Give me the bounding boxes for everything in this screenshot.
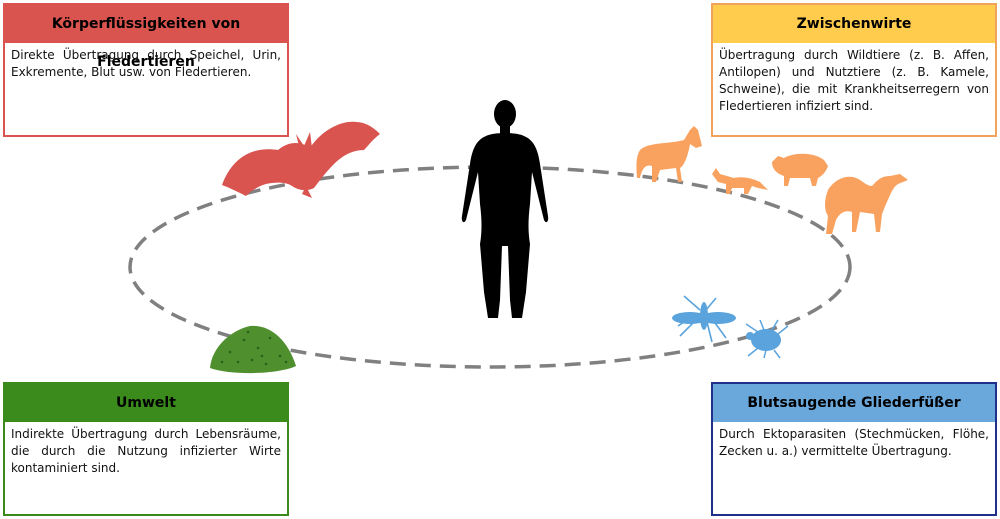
arthropods-title: Blutsaugende Gliederfüßer — [713, 384, 995, 422]
tick-icon — [745, 319, 789, 359]
pig-icon — [772, 153, 828, 186]
soil-mound-icon — [210, 325, 296, 374]
environment-text: Indirekte Übertragung durch Lebensräume,… — [11, 427, 281, 475]
intermediate-hosts-box: Zwischenwirte Übertragung durch Wildtier… — [711, 3, 997, 137]
arthropods-box: Blutsaugende Gliederfüßer Durch Ektopara… — [711, 382, 997, 516]
body-fluids-text: Direkte Übertragung durch Speichel, Urin… — [11, 48, 281, 79]
camel-icon — [825, 174, 908, 234]
transmission-cycle — [128, 165, 852, 369]
fox-icon — [712, 168, 768, 194]
body-fluids-title: Körperflüssigkeiten von Fledertieren — [5, 5, 287, 70]
human-icon — [461, 100, 549, 318]
intermediate-hosts-title: Zwischenwirte — [713, 5, 995, 43]
bat-icon — [222, 121, 380, 198]
arthropods-text: Durch Ektoparasiten (Stechmücken, Flöhe,… — [719, 427, 989, 458]
intermediate-hosts-text: Übertragung durch Wildtiere (z. B. Affen… — [719, 48, 989, 113]
environment-box: Umwelt Indirekte Übertragung durch Leben… — [3, 382, 289, 516]
body-fluids-box: Körperflüssigkeiten von Fledertieren Dir… — [3, 3, 289, 137]
horse-icon — [636, 126, 702, 182]
environment-title: Umwelt — [5, 384, 287, 422]
mosquito-icon — [672, 295, 736, 343]
